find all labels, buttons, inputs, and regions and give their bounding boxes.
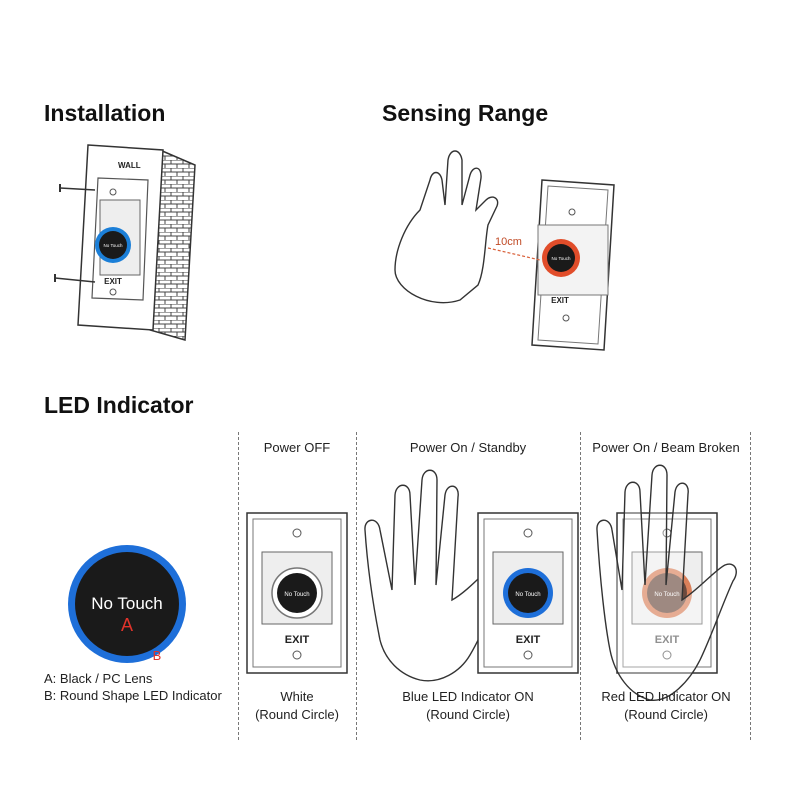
- distance-label: 10cm: [495, 236, 522, 248]
- sensing-button-text: No Touch: [552, 256, 571, 261]
- screw-icon: [292, 528, 302, 538]
- legend-b: B: Round Shape LED Indicator: [44, 688, 222, 703]
- installation-diagram: No Touch EXIT WALL: [54, 144, 196, 341]
- installation-exit-label: EXIT: [104, 277, 122, 286]
- distance-line: [487, 247, 541, 261]
- column-header-power-off: Power OFF: [263, 440, 331, 455]
- screw-icon: [562, 314, 570, 322]
- screw-icon: [109, 188, 117, 196]
- pc-lens: [508, 573, 548, 613]
- pc-lens: [75, 552, 179, 656]
- column-divider: [750, 432, 751, 740]
- pc-lens: [277, 573, 317, 613]
- sensing-range-title: Sensing Range: [382, 100, 549, 126]
- column-header-beam-broken: Power On / Beam Broken: [592, 440, 740, 455]
- screw-icon: [523, 528, 533, 538]
- exit-label: EXIT: [285, 634, 310, 646]
- switch-beam-broken: No Touch EXIT: [596, 464, 737, 701]
- hand-overlay-icon: [596, 464, 737, 701]
- wall-label: WALL: [118, 161, 141, 170]
- pc-lens: [647, 573, 687, 613]
- mounting-screw-icon: [54, 184, 96, 283]
- marker-a: A: [121, 615, 133, 635]
- caption-standby-line2: (Round Circle): [426, 707, 510, 722]
- sensing-button: No Touch: [542, 239, 580, 277]
- marker-b: B: [153, 648, 162, 663]
- switch-standby: No Touch EXIT: [364, 469, 579, 682]
- column-divider: [580, 432, 581, 740]
- lens-text: No Touch: [91, 594, 163, 613]
- installation-title: Installation: [44, 100, 166, 126]
- hand-icon: [394, 150, 499, 304]
- column-divider: [238, 432, 239, 740]
- screw-icon: [662, 650, 672, 660]
- screw-icon: [568, 208, 576, 216]
- exit-label: EXIT: [655, 634, 680, 646]
- installation-button: No Touch: [95, 227, 131, 263]
- installation-button-text: No Touch: [104, 243, 123, 248]
- screw-icon: [109, 288, 117, 296]
- screw-icon: [523, 650, 533, 660]
- sensing-range-diagram: No Touch EXIT 10cm: [394, 150, 615, 351]
- switch-power-off: No Touch EXIT: [246, 512, 348, 674]
- button-text: No Touch: [284, 592, 309, 598]
- button-text: No Touch: [654, 592, 679, 598]
- caption-beam-broken-line1: Red LED Indicator ON: [601, 689, 731, 704]
- button-text: No Touch: [515, 592, 540, 598]
- lens-detail: No Touch A B: [68, 545, 186, 663]
- caption-beam-broken-line2: (Round Circle): [624, 707, 708, 722]
- caption-power-off-line2: (Round Circle): [255, 707, 339, 722]
- sensing-exit-label: EXIT: [551, 296, 569, 305]
- screw-icon: [292, 650, 302, 660]
- caption-standby-line1: Blue LED Indicator ON: [402, 689, 534, 704]
- legend-a: A: Black / PC Lens: [44, 671, 153, 686]
- column-divider: [356, 432, 357, 740]
- led-indicator-title: LED Indicator: [44, 392, 194, 418]
- column-header-standby: Power On / Standby: [409, 440, 527, 455]
- exit-label: EXIT: [516, 634, 541, 646]
- caption-power-off-line1: White: [280, 689, 314, 704]
